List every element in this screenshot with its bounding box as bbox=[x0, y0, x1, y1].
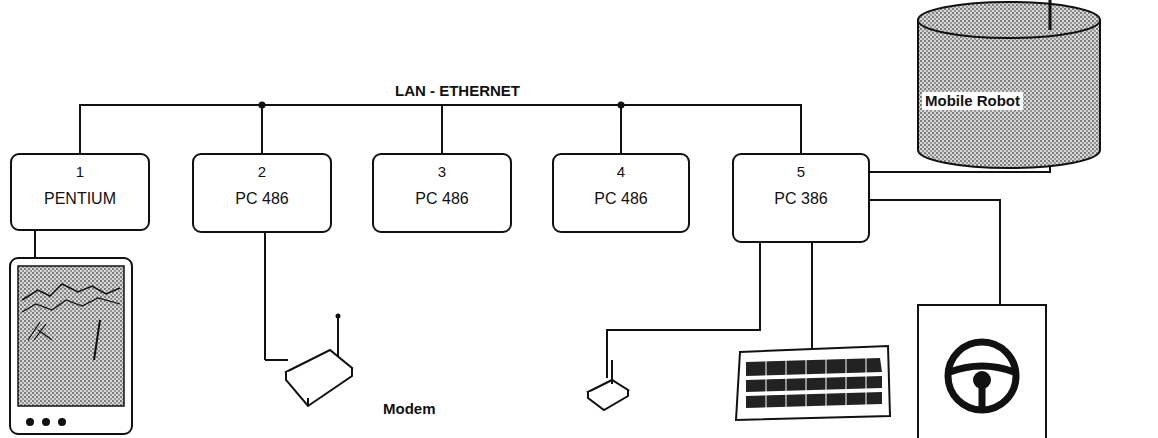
lan-connector bbox=[442, 105, 621, 153]
callout-number: 3 bbox=[438, 163, 446, 181]
computer-name: PC 486 bbox=[235, 189, 288, 208]
label-text: Mobile Robot bbox=[922, 92, 1023, 110]
mobile-robot-icon bbox=[870, 0, 1100, 172]
computer-box: 1PENTIUM bbox=[10, 153, 150, 231]
lan-connector bbox=[80, 105, 262, 153]
lan-connector bbox=[621, 105, 801, 153]
computer-name: PENTIUM bbox=[44, 189, 116, 208]
lan-connector bbox=[262, 105, 442, 153]
computer-name: PC 386 bbox=[774, 189, 827, 208]
computer-name: PC 486 bbox=[594, 189, 647, 208]
label-text: Modem bbox=[380, 400, 439, 418]
keyboard-icon bbox=[736, 243, 890, 420]
computer-name: PC 486 bbox=[415, 189, 468, 208]
steering-wheel-icon bbox=[870, 200, 1046, 438]
computer-box: 4 PC 486 bbox=[552, 153, 690, 233]
radio-device-icon bbox=[588, 243, 760, 410]
label-text: LAN - ETHERNET bbox=[392, 82, 523, 100]
callout-number: 5 bbox=[797, 163, 805, 181]
callout-number: 1 bbox=[76, 163, 84, 181]
computer-box: 3 PC 486 bbox=[372, 153, 512, 233]
callout-number: 2 bbox=[258, 163, 266, 181]
modem-icon bbox=[265, 233, 352, 406]
callout-number: 4 bbox=[617, 163, 625, 181]
monitor-icon bbox=[10, 231, 132, 434]
computer-box: 2 PC 486 bbox=[192, 153, 332, 233]
computer-box: 5 PC 386 bbox=[732, 153, 870, 243]
